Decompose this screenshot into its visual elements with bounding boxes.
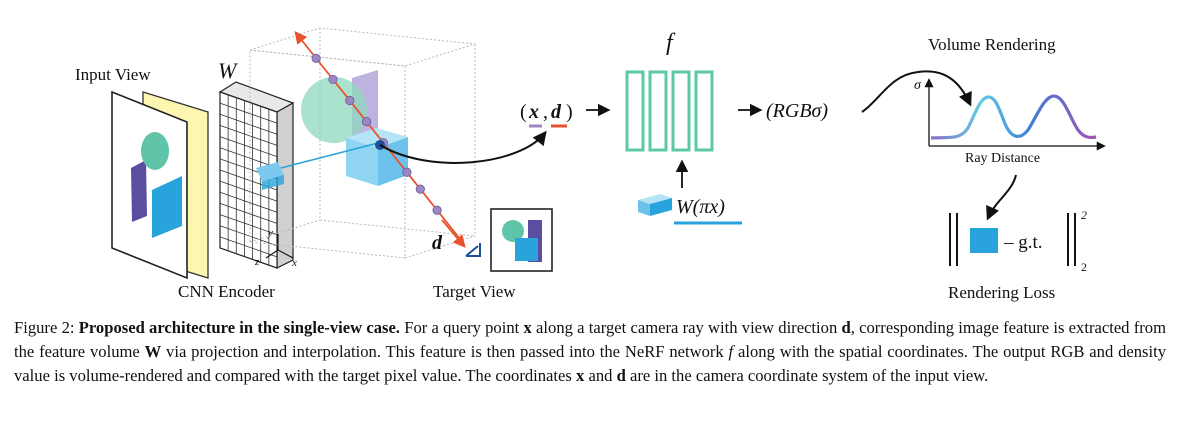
axis-x-label: x [291, 257, 297, 269]
feature-cube-front [638, 200, 650, 216]
input-view-label: Input View [75, 65, 151, 84]
grid-line [219, 236, 278, 258]
scene-cube-top [346, 128, 408, 148]
target-blue-square [515, 238, 538, 261]
query-x-symbol: x [528, 101, 539, 123]
caption-s3: and [588, 366, 613, 386]
caption-sym-w: W [144, 342, 162, 362]
caption-s4: are in the camera coordinate system of t… [629, 366, 989, 386]
figure-caption: Figure 2: Proposed architecture in the s… [14, 316, 1166, 389]
scene-teal-sphere [301, 77, 367, 143]
mlp-network [625, 70, 714, 152]
feature-label: W(πx) [676, 196, 725, 218]
caption-s1c: , corresponding image feature is extract… [14, 318, 1166, 362]
query-arrow [379, 130, 547, 164]
grid-line [219, 113, 278, 135]
caption-s1d: via projection and interpolation. This f… [166, 342, 724, 362]
ray-sample-point [432, 205, 442, 215]
output-label: (RGBσ) [766, 100, 828, 122]
caption-prefix: Figure 2: [14, 318, 75, 337]
query-comma: , [543, 101, 548, 123]
volume-rendering-title: Volume Rendering [928, 35, 1056, 54]
input-teal-circle [141, 132, 169, 170]
feature-volume-grid [219, 91, 278, 269]
gt-label: – g.t. [1003, 232, 1043, 253]
norm-superscript: 2 [1081, 208, 1087, 222]
caption-sym-d: d [841, 318, 851, 337]
ray-sample-point [415, 184, 425, 194]
grid-line [219, 191, 278, 213]
grid-line [219, 125, 278, 146]
ray-direction-arrow [441, 219, 466, 248]
target-view-label: Target View [433, 282, 516, 301]
rendered-pixel [970, 228, 998, 253]
target-teal-circle [502, 220, 524, 242]
caption-sym-d2: d [616, 366, 626, 386]
norm-bars-right [1067, 213, 1076, 266]
rendering-loss-label: Rendering Loss [948, 283, 1055, 302]
grid-line [219, 147, 278, 169]
grid-line [219, 203, 278, 224]
feature-voxel-highlight [256, 162, 284, 181]
norm-bars-left [949, 213, 958, 266]
input-blue-square [152, 176, 182, 238]
grid-line [219, 180, 278, 202]
architecture-diagram: Input View W y x z CNN Encoder [75, 27, 1106, 302]
caption-title: Proposed architecture in the single-view… [78, 318, 400, 337]
d-symbol: d [432, 232, 443, 254]
projection-line [276, 142, 379, 170]
axis-z-label: z [254, 256, 260, 268]
grid-line [219, 214, 278, 235]
grid-line [219, 102, 278, 124]
caption-s1b: along a target camera ray with view dire… [536, 318, 838, 337]
target-camera-icon [465, 243, 481, 257]
caption-s1a: For a query point [404, 318, 520, 337]
norm-subscript: 2 [1081, 260, 1087, 274]
ray-distance-label: Ray Distance [965, 151, 1040, 166]
output-to-rendering-arrow [861, 70, 972, 113]
cnn-encoder-label: CNN Encoder [178, 282, 275, 301]
query-d-symbol: d [551, 101, 562, 123]
density-curve [930, 94, 1097, 140]
query-close-paren: ) [566, 101, 573, 123]
ray-sample-point [345, 95, 355, 106]
axis-y-label: y [267, 227, 273, 239]
rendering-to-loss-arrow [986, 174, 1017, 221]
ray-sample-point [311, 53, 321, 63]
f-symbol: f [666, 30, 676, 56]
feature-voxel-front [262, 175, 284, 190]
grid-line [219, 225, 278, 247]
caption-sym-x: x [523, 318, 532, 337]
caption-s2: along with the spatial coordinates. The … [14, 342, 1167, 386]
feature-cube-side [650, 198, 672, 216]
sigma-label: σ [914, 78, 922, 93]
query-open-paren: ( [520, 101, 527, 123]
ray-sample-point [402, 167, 412, 177]
w-symbol: W [218, 58, 238, 83]
caption-sym-f: f [728, 342, 734, 362]
feature-volume-top [276, 101, 294, 269]
axis-gizmo [265, 233, 294, 259]
ray-sample-point [328, 74, 338, 85]
input-purple-shape [131, 160, 147, 222]
scene-cube-side [378, 137, 408, 186]
feature-cube-top [638, 194, 672, 204]
caption-sym-x2: x [576, 366, 585, 386]
grid-line [219, 136, 278, 157]
ray-sample-point [361, 117, 372, 127]
